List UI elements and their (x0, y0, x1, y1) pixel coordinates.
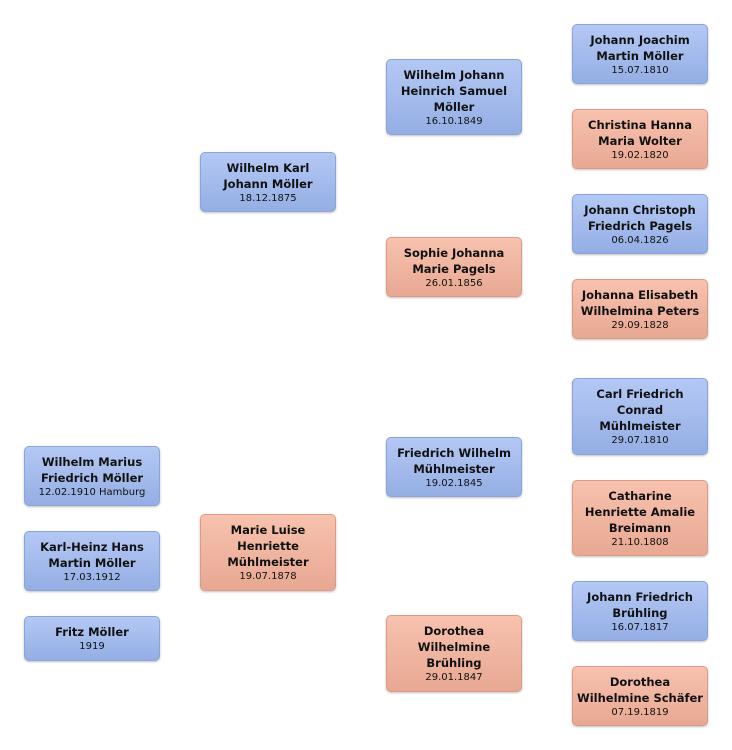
person-box-dorothea-schaefer[interactable]: Dorothea Wilhelmine Schäfer 07.19.1819 (572, 666, 708, 726)
person-name: Johann Christoph Friedrich Pagels (584, 202, 696, 233)
person-name: Johanna Elisabeth Wilhelmina Peters (580, 287, 700, 318)
person-name: Johann Joachim Martin Möller (590, 32, 690, 63)
person-date: 19.07.1878 (239, 571, 297, 582)
person-name: Dorothea Wilhelmine Brühling (417, 624, 491, 670)
person-box-johann-christoph[interactable]: Johann Christoph Friedrich Pagels 06.04.… (572, 194, 708, 254)
person-date: 1919 (79, 641, 105, 652)
person-box-wilhelm-johann[interactable]: Wilhelm Johann Heinrich Samuel Möller 16… (386, 59, 522, 135)
person-date: 19.02.1845 (425, 477, 483, 489)
person-date: 26.01.1856 (425, 277, 483, 289)
person-box-carl-friedrich[interactable]: Carl Friedrich Conrad Mühlmeister 29.07.… (572, 378, 708, 455)
person-name: Karl-Heinz Hans Martin Möller (40, 539, 144, 570)
person-date: 17.03.1912 (63, 571, 121, 583)
person-box-wilhelm-karl[interactable]: Wilhelm Karl Johann Möller 18.12.1875 (200, 152, 336, 212)
person-name: Wilhelm Johann Heinrich Samuel Möller (400, 67, 508, 114)
person-box-christina[interactable]: Christina Hanna Maria Wolter 19.02.1820 (572, 109, 708, 169)
person-box-dorothea-bruehling[interactable]: Dorothea Wilhelmine Brühling 29.01.1847 (386, 615, 522, 692)
person-date: 15.07.1810 (611, 64, 669, 76)
person-date: 19.02.1820 (611, 149, 669, 161)
person-date: 16.10.1849 (425, 115, 483, 127)
person-date: 18.12.1875 (239, 192, 297, 204)
person-name: Carl Friedrich Conrad Mühlmeister (596, 387, 684, 433)
person-name: Dorothea Wilhelmine Schäfer (577, 674, 703, 705)
person-name: Marie Luise Henriette Mühlmeister (227, 523, 309, 569)
person-name: Christina Hanna Maria Wolter (588, 117, 692, 148)
person-date: 29.01.1847 (425, 672, 483, 683)
person-box-karl-heinz[interactable]: Karl-Heinz Hans Martin Möller 17.03.1912 (24, 531, 160, 591)
person-name: Fritz Möller (55, 625, 129, 639)
person-name: Friedrich Wilhelm Mühlmeister (397, 445, 511, 476)
person-date: 07.19.1819 (611, 706, 669, 718)
person-name: Wilhelm Karl Johann Möller (223, 160, 313, 191)
person-box-marie-luise[interactable]: Marie Luise Henriette Mühlmeister 19.07.… (200, 514, 336, 591)
person-date: 12.02.1910 Hamburg (38, 486, 146, 498)
person-name: Sophie Johanna Marie Pagels (403, 245, 505, 276)
person-box-johanna-elisabeth[interactable]: Johanna Elisabeth Wilhelmina Peters 29.0… (572, 279, 708, 339)
person-date: 29.09.1828 (611, 319, 669, 331)
person-box-friedrich-wilhelm[interactable]: Friedrich Wilhelm Mühlmeister 19.02.1845 (386, 437, 522, 497)
person-box-johann-friedrich[interactable]: Johann Friedrich Brühling 16.07.1817 (572, 581, 708, 641)
person-date: 29.07.1810 (611, 435, 669, 446)
person-date: 06.04.1826 (611, 234, 669, 246)
person-name: Wilhelm Marius Friedrich Möller (40, 454, 144, 485)
person-date: 16.07.1817 (611, 621, 669, 633)
person-box-catharine[interactable]: Catharine Henriette Amalie Breimann 21.1… (572, 480, 708, 556)
person-name: Johann Friedrich Brühling (587, 589, 693, 620)
person-box-fritz[interactable]: Fritz Möller 1919 (24, 616, 160, 661)
person-name: Catharine Henriette Amalie Breimann (584, 488, 696, 535)
person-date: 21.10.1808 (611, 536, 669, 548)
person-box-sophie[interactable]: Sophie Johanna Marie Pagels 26.01.1856 (386, 237, 522, 297)
person-box-johann-joachim[interactable]: Johann Joachim Martin Möller 15.07.1810 (572, 24, 708, 84)
person-box-wilhelm-marius[interactable]: Wilhelm Marius Friedrich Möller 12.02.19… (24, 446, 160, 506)
